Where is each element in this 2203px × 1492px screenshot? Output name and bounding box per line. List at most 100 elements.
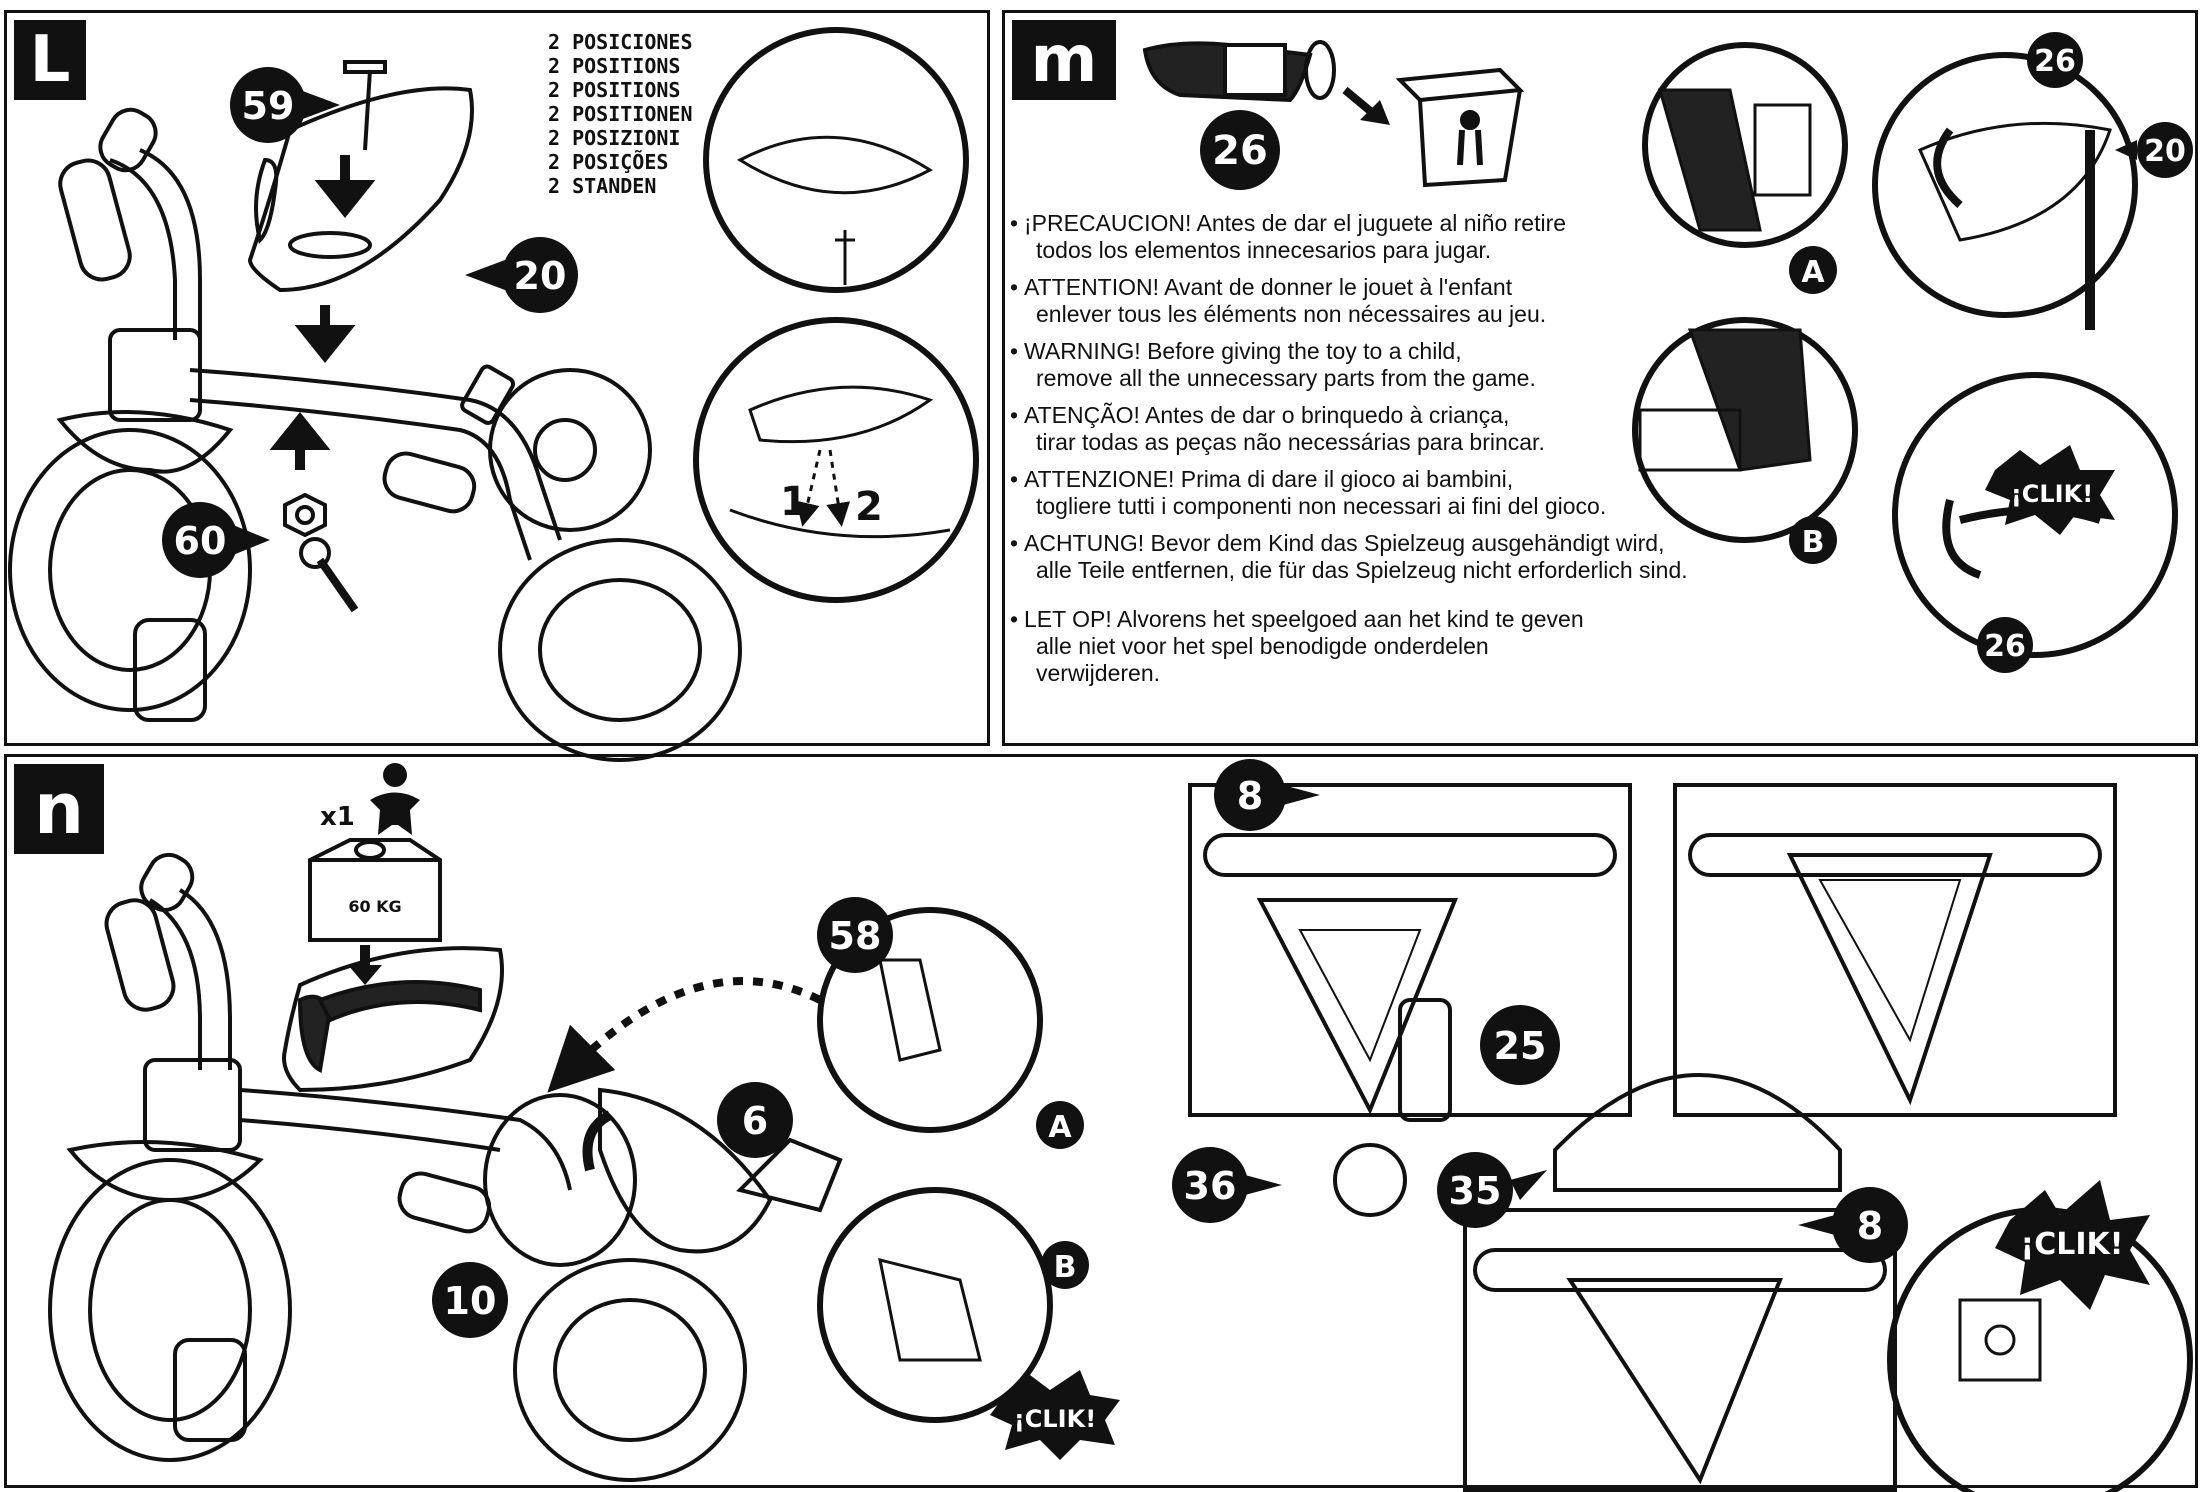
part-badge-35: 35	[1437, 1152, 1547, 1228]
warning-line: enlever tous les éléments non nécessaire…	[1036, 301, 1547, 327]
badge-a-m: A	[1789, 246, 1837, 294]
positions-item: 2 POSITIONEN	[548, 102, 693, 126]
badge-a-n: A	[1036, 1101, 1084, 1149]
warning-line: alle niet voor het spel benodigde onderd…	[1036, 633, 1489, 659]
warning-item: •LET OP! Alvorens het speelgoed aan het …	[1010, 606, 1730, 687]
svg-text:35: 35	[1449, 1169, 1502, 1213]
clik-burst: ¡CLIK!	[1995, 1180, 2150, 1310]
positions-item: 2 POSITIONS	[548, 54, 681, 78]
positions-item: 2 POSIÇÕES	[548, 150, 669, 174]
warning-line: ATENÇÃO! Antes de dar o brinquedo à cria…	[1024, 402, 1510, 428]
positions-list: 2 POSICIONES 2 POSITIONS 2 POSITIONS 2 P…	[548, 30, 693, 198]
rotate-arrow	[582, 1110, 613, 1172]
detail-circle-m	[1632, 42, 2178, 658]
svg-text:¡CLIK!: ¡CLIK!	[2011, 480, 2093, 508]
part-badge-10: 10	[432, 1262, 508, 1338]
dotted-arrow	[547, 977, 822, 1093]
handlebar-bag-step2	[1673, 783, 2117, 1117]
warning-line: tirar todas as peças não necessárias par…	[1036, 429, 1545, 455]
tricycle-l	[8, 60, 742, 762]
warning-line: ¡PRECAUCION! Antes de dar el juguete al …	[1024, 210, 1567, 236]
part-badge-6: 6	[717, 1082, 793, 1158]
part-badge-20: 20	[465, 237, 578, 313]
step-arrows	[796, 449, 851, 527]
positions-item: 2 POSIZIONI	[548, 126, 681, 150]
part-badge-20: 20	[2115, 122, 2193, 178]
badge-b-n: B	[1041, 1241, 1089, 1289]
warning-line: togliere tutti i componenti non necessar…	[1036, 493, 1607, 519]
warning-item: •ATTENZIONE! Prima di dare il gioco ai b…	[1010, 466, 1730, 520]
part-badge-25: 25	[1480, 1005, 1560, 1085]
svg-text:B: B	[1054, 1250, 1077, 1285]
svg-text:¡CLIK!: ¡CLIK!	[2021, 1227, 2124, 1262]
svg-text:26: 26	[1212, 128, 1268, 174]
trash-bin-icon	[1395, 67, 1525, 188]
part-badge-58: 58	[817, 897, 893, 973]
arrows-l	[269, 155, 376, 470]
child-icon	[370, 763, 420, 835]
belt-illustration	[1142, 40, 1336, 103]
svg-text:A: A	[1048, 1110, 1072, 1145]
svg-text:36: 36	[1184, 1164, 1237, 1208]
warning-line: LET OP! Alvorens het speelgoed aan het k…	[1024, 606, 1584, 632]
tricycle-n	[48, 852, 843, 1482]
detail-circle-n	[817, 907, 1053, 1423]
warning-item: •ATENÇÃO! Antes de dar o brinquedo à cri…	[1010, 402, 1730, 456]
svg-text:20: 20	[514, 254, 567, 298]
nut-and-wrench	[283, 492, 359, 613]
part-badge-60: 60	[162, 502, 270, 578]
part-badge-26: 26	[2027, 32, 2083, 88]
svg-text:20: 20	[2144, 134, 2186, 169]
warning-item: •WARNING! Before giving the toy to a chi…	[1010, 338, 1730, 392]
detail-circle-l	[693, 27, 979, 603]
weight-label: 60 KG	[348, 897, 401, 916]
part-badge-26: 26	[1977, 617, 2033, 673]
positions-item: 2 POSITIONS	[548, 78, 681, 102]
part-badge-8: 8	[1214, 759, 1320, 831]
svg-text:¡CLIK!: ¡CLIK!	[1014, 1405, 1096, 1433]
svg-text:25: 25	[1494, 1024, 1547, 1068]
part-badge-59: 59	[230, 67, 340, 143]
weight-block	[308, 838, 442, 942]
positions-item: 2 STANDEN	[548, 174, 657, 198]
svg-text:B: B	[1802, 525, 1825, 560]
badge-b-m: B	[1789, 516, 1837, 564]
clik-burst: ¡CLIK!	[1985, 445, 2115, 535]
warning-line: verwijderen.	[1036, 660, 1160, 686]
warning-item: •ACHTUNG! Bevor dem Kind das Spielzeug a…	[1010, 530, 1730, 584]
svg-text:26: 26	[2034, 44, 2076, 79]
buckle-details	[1638, 88, 2112, 579]
svg-text:10: 10	[444, 1279, 497, 1323]
svg-text:26: 26	[1984, 629, 2026, 664]
svg-text:59: 59	[242, 84, 295, 128]
svg-text:A: A	[1801, 255, 1825, 290]
panel-n-letter: n	[14, 764, 104, 854]
warning-line: ACHTUNG! Bevor dem Kind das Spielzeug au…	[1024, 530, 1665, 556]
handlebar-bag-step1	[1188, 783, 1632, 1217]
warning-line: todos los elementos innecesarios para ju…	[1036, 237, 1492, 263]
quantity-label: x1	[320, 802, 355, 832]
warning-line: remove all the unnecessary parts from th…	[1036, 365, 1536, 391]
panel-l	[4, 10, 990, 746]
handlebar-bag-step3	[1463, 1073, 1897, 1492]
warning-list: •¡PRECAUCION! Antes de dar el juguete al…	[1010, 210, 1730, 697]
panel-m-letter: m	[1012, 20, 1116, 100]
panel-l-letter: L	[14, 20, 86, 100]
svg-text:58: 58	[829, 914, 882, 958]
step-2-label: 2	[855, 484, 883, 530]
part-badge-8: 8	[1798, 1187, 1908, 1263]
step-1-label: 1	[780, 479, 808, 525]
svg-text:60: 60	[174, 519, 227, 563]
warning-line: ATTENZIONE! Prima di dare il gioco ai ba…	[1024, 466, 1514, 492]
svg-text:8: 8	[1857, 1204, 1883, 1248]
part-badge-26: 26	[1200, 110, 1280, 190]
svg-text:8: 8	[1237, 774, 1263, 818]
warning-line: alle Teile entfernen, die für das Spielz…	[1036, 557, 1688, 583]
warning-item: •¡PRECAUCION! Antes de dar el juguete al…	[1010, 210, 1730, 264]
svg-text:6: 6	[742, 1099, 768, 1143]
positions-item: 2 POSICIONES	[548, 30, 693, 54]
part-badge-36: 36	[1172, 1147, 1282, 1223]
warning-item: •ATTENTION! Avant de donner le jouet à l…	[1010, 274, 1730, 328]
clik-burst: ¡CLIK!	[990, 1370, 1120, 1460]
